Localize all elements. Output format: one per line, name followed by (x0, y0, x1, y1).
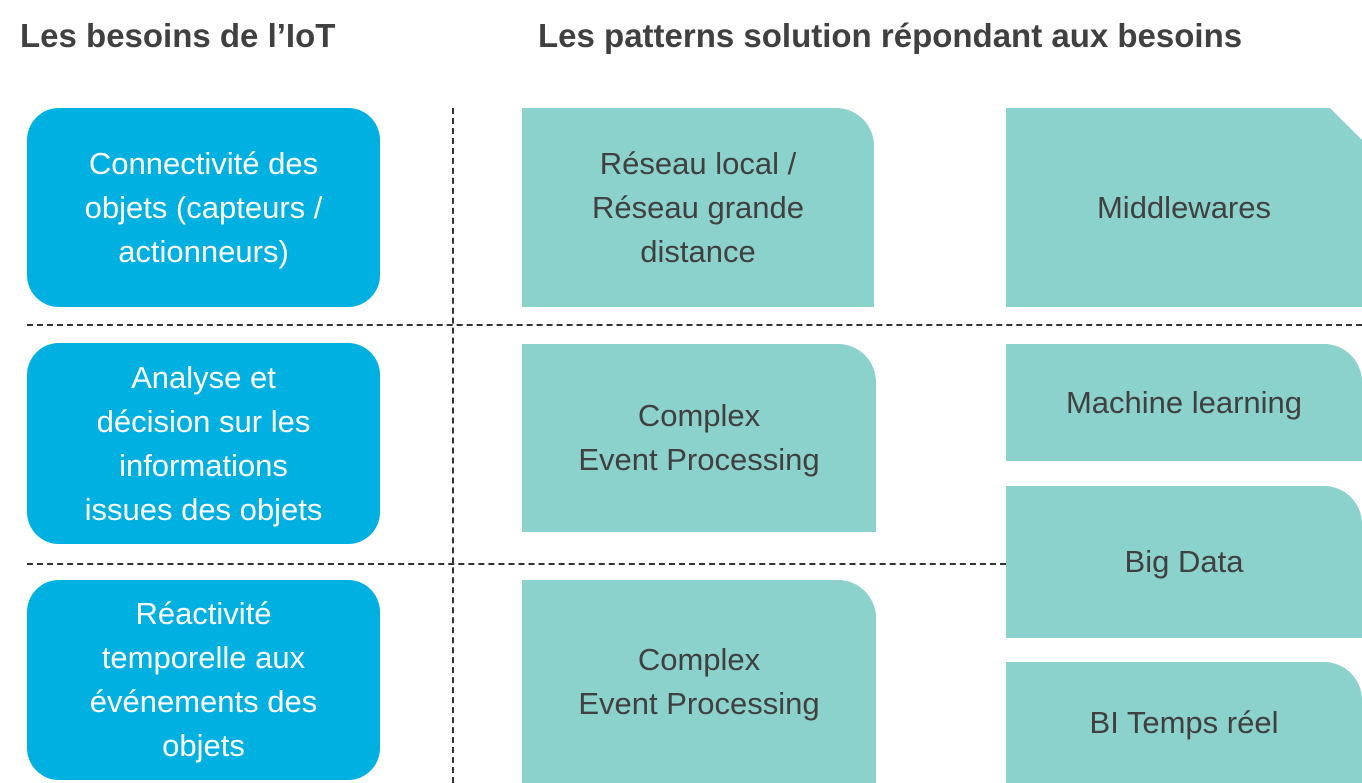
pattern-box-bi-temps-reel: BI Temps réel (1006, 662, 1362, 783)
pattern-text: BI Temps réel (1089, 704, 1279, 740)
row-separator (27, 563, 1006, 565)
pattern-box-machine-learning: Machine learning (1006, 344, 1362, 461)
pattern-text: Middlewares (1096, 189, 1271, 225)
pattern-box-big-data: Big Data (1006, 486, 1362, 638)
pattern-text: Big Data (1124, 544, 1244, 579)
patterns-heading: Les patterns solution répondant aux beso… (538, 17, 1243, 54)
needs-heading: Les besoins de l’IoT (20, 17, 336, 54)
column-separator (452, 108, 454, 783)
row-separator (27, 324, 1362, 326)
pattern-box-middlewares: Middlewares (1006, 108, 1362, 307)
pattern-text: Machine learning (1065, 384, 1303, 420)
